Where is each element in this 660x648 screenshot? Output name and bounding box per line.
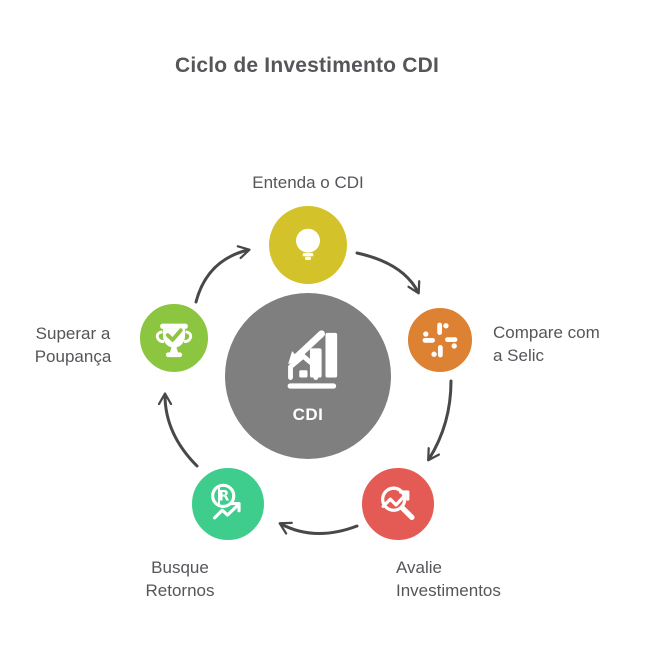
pinwheel-icon: [422, 322, 458, 358]
arrow-compare-to-avalie: [427, 379, 453, 462]
center-hub-cdi: CDI: [222, 290, 394, 462]
label-entenda-o-cdi: Entenda o CDI: [252, 173, 364, 192]
lightbulb-icon: [296, 228, 320, 260]
magnifier-trend-icon: [381, 486, 415, 521]
node-compare-com-a-selic: [405, 305, 475, 375]
arrow-busque-to-superar: [157, 392, 199, 468]
house-chart-arrow-icon: [287, 330, 338, 389]
node-entenda-o-cdi: [266, 203, 350, 287]
arrow-avalie-to-busque: [278, 521, 359, 536]
center-hub-label: CDI: [292, 405, 324, 424]
arrow-superar-to-entenda: [194, 245, 251, 304]
node-busque-retornos: R: [189, 465, 267, 543]
trophy-check-icon: [155, 323, 193, 358]
arrow-entenda-to-compare: [355, 251, 421, 295]
real-growth-icon: R: [211, 483, 241, 520]
node-avalie-investimentos: [359, 465, 437, 543]
svg-text:R: R: [219, 489, 230, 505]
checkmark-glyph: [165, 328, 183, 342]
node-superar-a-poupanca: [137, 301, 211, 375]
diagram-title: Ciclo de Investimento CDI: [174, 54, 440, 77]
